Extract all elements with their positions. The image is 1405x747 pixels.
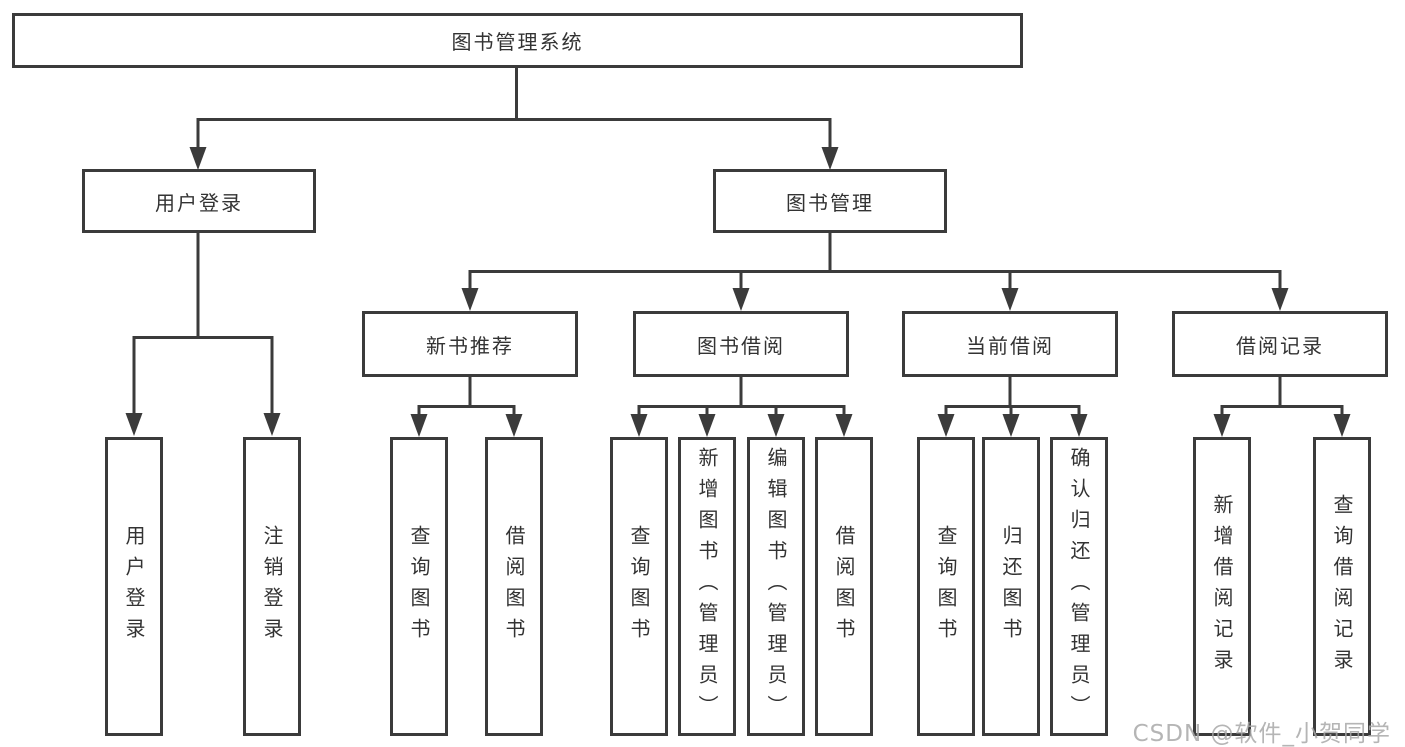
node-return-book-label: 归还图书 <box>999 524 1023 649</box>
arrowheads <box>125 147 1351 437</box>
node-current-borrow: 当前借阅 <box>902 311 1118 377</box>
node-current-borrow-label: 当前借阅 <box>966 333 1054 358</box>
node-book-management-label: 图书管理 <box>786 190 874 215</box>
node-query-books-recommend-label: 查询图书 <box>407 524 431 649</box>
node-user-login-label: 用户登录 <box>155 190 243 215</box>
node-borrow-records-label: 借阅记录 <box>1236 333 1324 358</box>
node-confirm-return-admin-label: 确认归还（管理员） <box>1067 447 1091 726</box>
node-query-books-recommend: 查询图书 <box>390 437 448 736</box>
node-edit-book-admin: 编辑图书（管理员） <box>747 437 805 736</box>
node-login-label: 用户登录 <box>122 524 146 649</box>
node-book-borrow-label: 图书借阅 <box>697 333 785 358</box>
node-book-borrow: 图书借阅 <box>633 311 849 377</box>
node-logout-label: 注销登录 <box>260 524 284 649</box>
node-root: 图书管理系统 <box>12 13 1023 68</box>
node-borrow-books: 借阅图书 <box>815 437 873 736</box>
node-query-books-borrow: 查询图书 <box>610 437 668 736</box>
node-query-books-current-label: 查询图书 <box>934 524 958 649</box>
node-borrow-books-recommend-label: 借阅图书 <box>502 524 526 649</box>
node-query-borrow-record: 查询借阅记录 <box>1313 437 1371 736</box>
node-confirm-return-admin: 确认归还（管理员） <box>1050 437 1108 736</box>
node-user-login: 用户登录 <box>82 169 316 233</box>
node-new-book-recommend-label: 新书推荐 <box>426 333 514 358</box>
node-logout: 注销登录 <box>243 437 301 736</box>
node-query-books-borrow-label: 查询图书 <box>627 524 651 649</box>
node-book-management: 图书管理 <box>713 169 947 233</box>
node-add-borrow-record-label: 新增借阅记录 <box>1210 493 1234 680</box>
node-new-book-recommend: 新书推荐 <box>362 311 578 377</box>
node-add-book-admin: 新增图书（管理员） <box>678 437 736 736</box>
node-edit-book-admin-label: 编辑图书（管理员） <box>764 447 788 726</box>
node-login: 用户登录 <box>105 437 163 736</box>
node-borrow-books-label: 借阅图书 <box>832 524 856 649</box>
node-add-borrow-record: 新增借阅记录 <box>1193 437 1251 736</box>
node-query-borrow-record-label: 查询借阅记录 <box>1330 493 1354 680</box>
node-query-books-current: 查询图书 <box>917 437 975 736</box>
node-add-book-admin-label: 新增图书（管理员） <box>695 447 719 726</box>
node-borrow-books-recommend: 借阅图书 <box>485 437 543 736</box>
watermark-text: CSDN @软件_小贺同学 <box>1132 721 1391 747</box>
node-borrow-records: 借阅记录 <box>1172 311 1388 377</box>
node-return-book: 归还图书 <box>982 437 1040 736</box>
node-root-label: 图书管理系统 <box>451 30 584 54</box>
